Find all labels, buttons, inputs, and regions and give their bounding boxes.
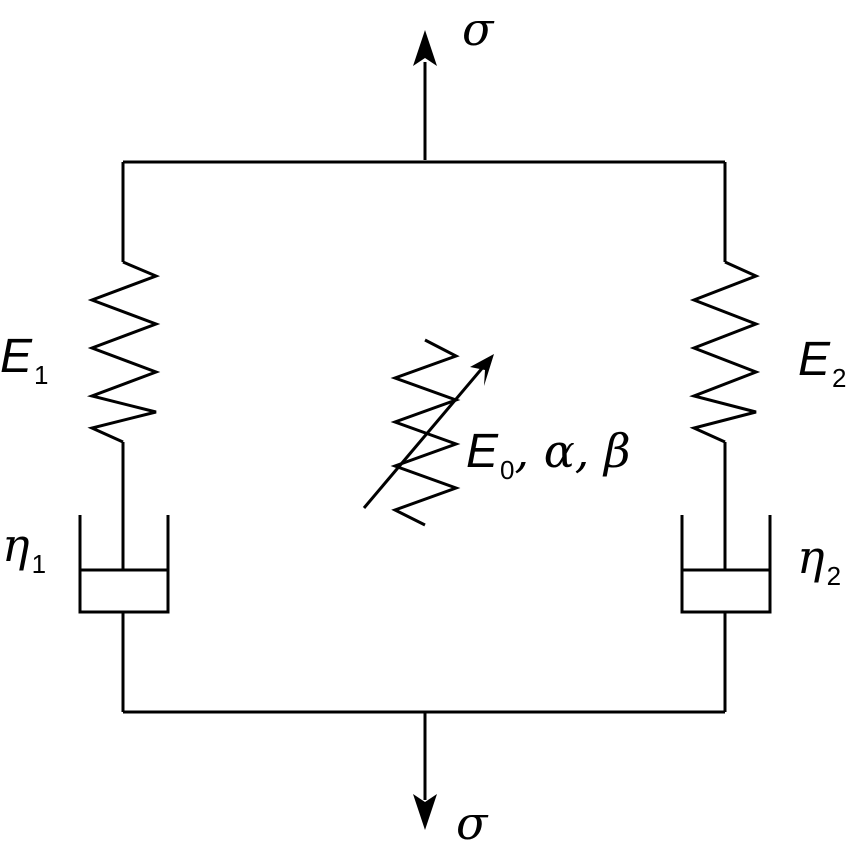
label-eta2-subscript: 2 [826, 561, 842, 591]
label-e0-params: , α, β [514, 424, 631, 478]
label-eta1-subscript: 1 [31, 549, 47, 579]
label-e1: E1 [0, 330, 49, 390]
label-eta1: η1 [2, 522, 46, 577]
label-e1-symbol: E [0, 330, 33, 383]
spring-e1 [86, 260, 161, 444]
stress-symbol-bottom: σ [456, 796, 488, 850]
label-e0-alpha-beta: E0, α, β [466, 425, 631, 485]
label-e2-symbol: E [798, 333, 831, 386]
label-e2-subscript: 2 [832, 363, 847, 393]
label-eta2: η2 [797, 534, 841, 589]
stress-label-bottom: σ [456, 800, 487, 846]
label-e2: E2 [798, 333, 847, 393]
label-eta1-symbol: η [2, 518, 30, 572]
stress-arrow-down-head [413, 794, 437, 830]
spring-e0-variable [390, 338, 461, 527]
spring-e2 [689, 260, 761, 444]
stress-arrow-up-head [413, 30, 437, 66]
stress-label-top: σ [462, 6, 493, 52]
label-e1-subscript: 1 [34, 360, 49, 390]
label-e0-subscript: 0 [500, 455, 515, 485]
variable-spring-arrow [362, 365, 486, 509]
stress-symbol-top: σ [462, 2, 494, 56]
label-e0-symbol: E [466, 425, 499, 478]
variable-spring-arrow-head [470, 354, 494, 386]
label-eta2-symbol: η [797, 530, 825, 584]
